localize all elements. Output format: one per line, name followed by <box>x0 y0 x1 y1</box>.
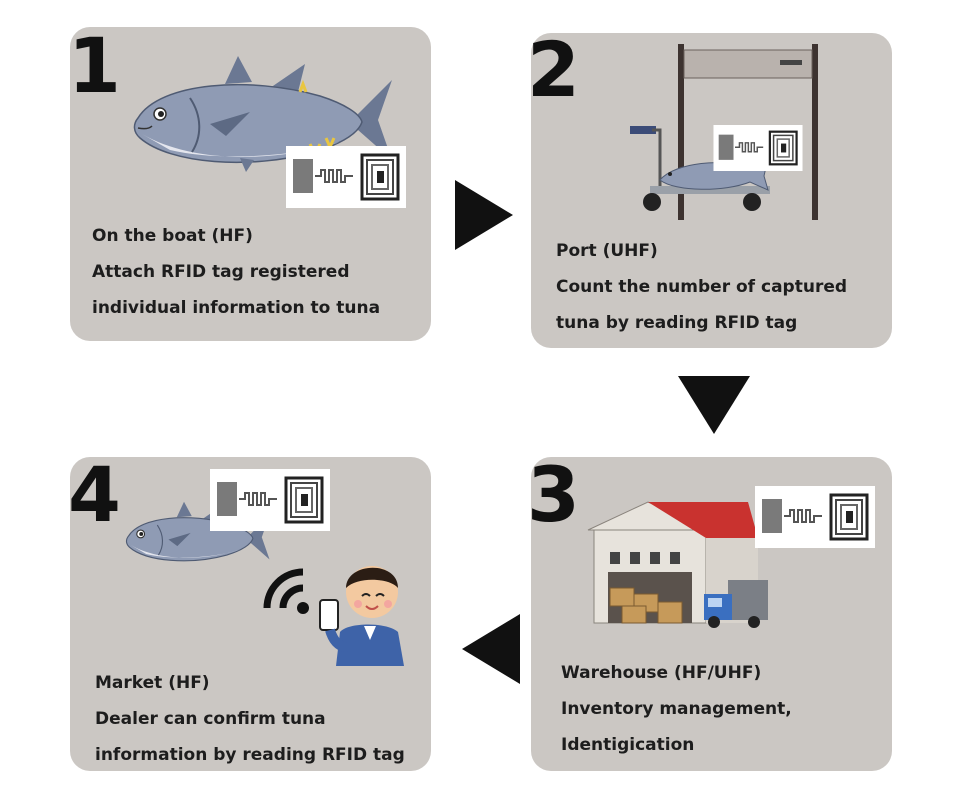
step-1-caption: On the boat (HF) Attach RFID tag registe… <box>92 218 380 326</box>
rfid-tag-icon <box>713 125 803 171</box>
tuna-illustration <box>133 56 392 172</box>
step-4-desc-line1: Dealer can confirm tuna <box>95 709 326 729</box>
wireless-signal-icon <box>263 568 309 614</box>
step-3-title: Warehouse (HF/UHF) <box>561 663 762 683</box>
step-4-title: Market (HF) <box>95 673 210 693</box>
rfid-tag-icon <box>286 146 406 208</box>
step-3-desc-line1: Inventory management, <box>561 699 792 719</box>
step-3-caption: Warehouse (HF/UHF) Inventory management,… <box>561 655 792 763</box>
step-1-desc-line1: Attach RFID tag registered <box>92 262 350 282</box>
step-2-caption: Port (UHF) Count the number of captured … <box>556 233 847 341</box>
step-2-number: 2 <box>527 25 580 114</box>
step-3-desc-line2: Identigication <box>561 735 695 755</box>
step-4-desc-line2: information by reading RFID tag <box>95 745 405 765</box>
step-2-desc-line1: Count the number of captured <box>556 277 848 297</box>
step-1-number: 1 <box>68 21 121 110</box>
step-4-number: 4 <box>68 450 121 539</box>
arrow-left-icon <box>462 614 520 684</box>
step-2-title: Port (UHF) <box>556 241 658 261</box>
step-2-desc-line2: tuna by reading RFID tag <box>556 313 798 333</box>
dealer-person-illustration <box>319 566 404 666</box>
rfid-tag-icon <box>755 486 875 548</box>
rfid-tag-icon <box>210 469 330 531</box>
arrow-down-icon <box>678 376 750 434</box>
arrow-right-icon <box>455 180 513 250</box>
rfid-gate-cart-illustration <box>630 44 818 220</box>
step-1-desc-line2: individual information to tuna <box>92 298 381 318</box>
step-3-number: 3 <box>527 450 580 539</box>
warehouse-illustration <box>587 501 768 628</box>
step-4-caption: Market (HF) Dealer can confirm tuna info… <box>95 665 405 773</box>
step-1-title: On the boat (HF) <box>92 226 253 246</box>
